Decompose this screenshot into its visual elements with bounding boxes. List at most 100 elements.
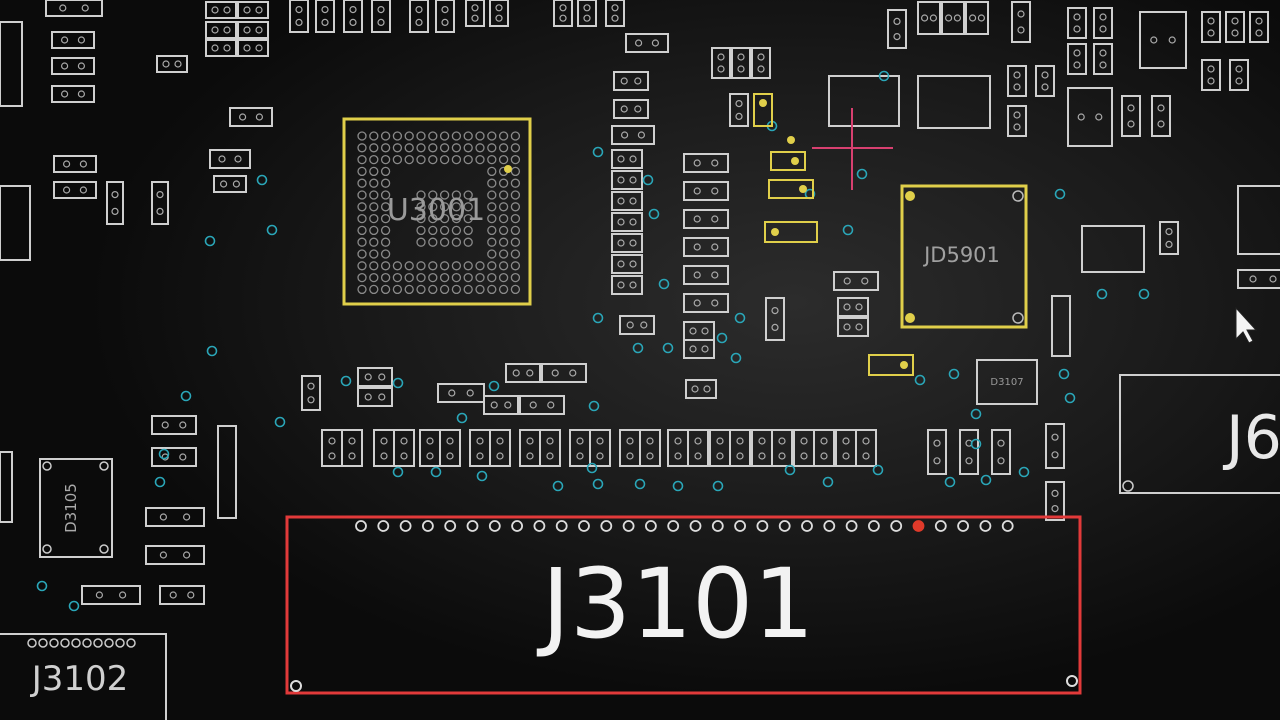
bga-ball — [439, 225, 450, 236]
pad — [380, 437, 388, 445]
bga-ball — [428, 284, 438, 295]
j3101-pin — [377, 520, 390, 532]
j3101-component[interactable]: J3101 — [285, 515, 1082, 695]
pad — [426, 437, 434, 445]
pad — [118, 591, 127, 599]
pad-outline — [611, 149, 643, 169]
pad — [79, 160, 88, 168]
d3107-component[interactable]: D3107 — [976, 359, 1038, 405]
pad-outline — [685, 379, 717, 399]
two-pad-component — [541, 363, 587, 383]
pad-outline — [1045, 481, 1065, 521]
pad — [255, 6, 263, 14]
bga-ball — [451, 284, 462, 295]
two-pad-component — [437, 383, 485, 403]
two-pad-component — [1229, 59, 1249, 91]
yellow-pad — [771, 228, 779, 236]
selected-small-parts[interactable] — [753, 93, 914, 376]
bga-ball — [498, 261, 509, 271]
pad — [778, 452, 786, 460]
pad-outline — [237, 39, 269, 57]
via — [592, 146, 604, 158]
pad — [111, 207, 119, 215]
d3105-component[interactable]: D3105 — [39, 458, 113, 558]
pad-outline — [539, 429, 561, 467]
two-pad-component — [1007, 65, 1027, 97]
pad — [735, 112, 743, 121]
bga-ball — [357, 284, 367, 295]
j3101-pin — [578, 520, 590, 532]
bga-ball — [498, 131, 509, 141]
pad — [255, 26, 263, 34]
bga-ball — [510, 143, 521, 153]
pad-outline — [51, 85, 95, 103]
pad — [243, 6, 251, 14]
pad — [349, 18, 357, 26]
via — [642, 174, 654, 186]
pad-outline — [156, 55, 188, 73]
resistor-column-part — [611, 149, 643, 169]
j3102-pin — [104, 638, 114, 648]
pad — [496, 437, 504, 445]
bga-ball — [404, 131, 414, 141]
pad-outline — [611, 275, 643, 295]
resistor-column-part — [611, 212, 643, 232]
two-pad-component — [156, 55, 188, 73]
pad — [576, 437, 584, 445]
pad-outline — [0, 451, 13, 523]
via — [970, 438, 982, 450]
pad — [441, 6, 449, 14]
u3001-component[interactable]: U3001 — [342, 117, 532, 306]
pad — [711, 271, 719, 279]
pad-outline — [1121, 95, 1141, 137]
j3101-pin — [801, 520, 813, 532]
pad — [415, 18, 423, 26]
partial-right-component[interactable]: J6 — [1119, 374, 1280, 494]
j3102-pin — [115, 638, 125, 648]
bga-ball — [439, 143, 450, 153]
pad-outline — [81, 585, 141, 605]
bga-ball — [451, 261, 462, 271]
pad-outline — [611, 125, 655, 145]
via — [552, 480, 564, 492]
bga-ball — [510, 166, 521, 177]
bga-ball — [392, 272, 403, 283]
two-pad-component — [1151, 95, 1171, 137]
bga-ball — [404, 272, 414, 283]
two-pad-component — [1201, 11, 1221, 43]
bga-ball — [487, 202, 497, 212]
via — [730, 352, 742, 364]
partial-right-label: J6 — [1222, 403, 1280, 473]
pad — [295, 18, 303, 26]
pad — [77, 90, 86, 98]
pad — [380, 452, 388, 460]
pad — [629, 176, 637, 184]
bga-ball — [510, 225, 521, 236]
pad-outline — [437, 383, 485, 403]
row-capacitor — [639, 429, 661, 467]
bga-ball — [357, 249, 367, 259]
pad-outline — [229, 107, 273, 127]
bga-ball — [404, 261, 414, 271]
via — [1058, 368, 1070, 380]
pad — [1255, 17, 1263, 25]
j3101-pin-row — [355, 520, 1014, 532]
jd5901-outline — [900, 184, 1028, 329]
pad-outline — [53, 155, 97, 173]
via — [392, 377, 404, 389]
two-pad-component — [683, 293, 729, 313]
two-pad-component — [106, 181, 124, 225]
d3105-pad — [42, 544, 52, 554]
bga-ball — [487, 131, 497, 141]
jd5901-component[interactable]: JD5901 — [900, 184, 1028, 329]
pad — [307, 382, 315, 390]
pad-outline — [639, 429, 661, 467]
pad — [583, 4, 591, 12]
bga-ball — [428, 131, 438, 141]
j3102-component[interactable]: J3102 — [0, 633, 167, 720]
pad-outline — [435, 0, 455, 33]
j3101-pin — [622, 520, 635, 532]
pad — [223, 26, 231, 34]
